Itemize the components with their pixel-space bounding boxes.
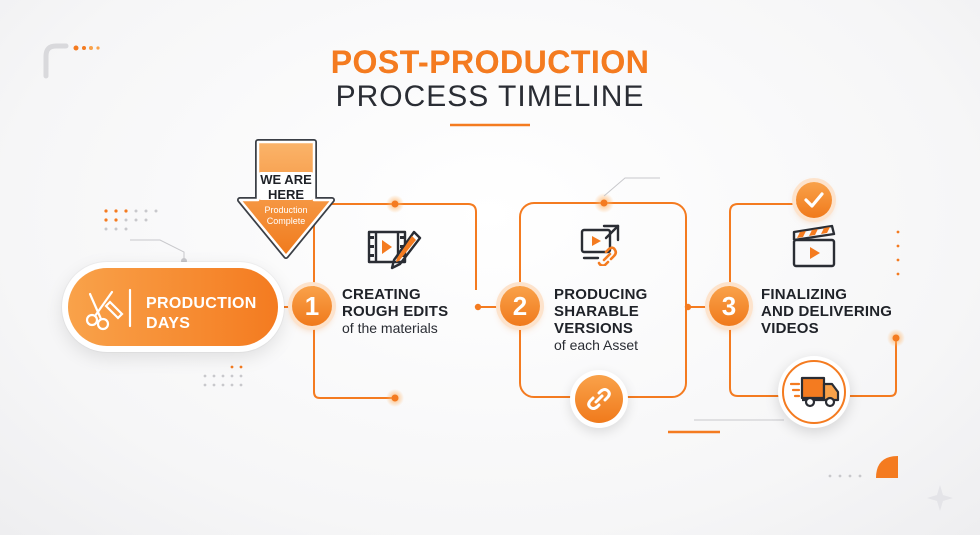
badge-line-2: HERE <box>267 187 305 202</box>
badge-line-1: WE ARE <box>260 172 312 187</box>
production-days-pill: PRODUCTION DAYS <box>62 262 284 352</box>
clapperboard-icon <box>792 224 836 268</box>
step-3-title-2: AND DELIVERING <box>761 303 893 320</box>
production-days-line-1: PRODUCTION <box>146 295 257 312</box>
step-1-title-1: CREATING <box>342 286 421 303</box>
badge-subtext: Production Complete <box>256 205 316 227</box>
badge-label-box: WE ARE HERE <box>258 172 314 202</box>
link-circle <box>570 370 628 428</box>
step-2-subtitle: of each Asset <box>554 337 639 353</box>
check-circle <box>796 182 832 218</box>
delivery-truck-icon <box>790 376 840 408</box>
we-are-here-badge: WE ARE HERE Production Complete <box>236 138 336 260</box>
title-line-1: POST-PRODUCTION <box>330 44 650 80</box>
link-icon <box>587 388 611 410</box>
scissors-tools-icon <box>85 288 132 331</box>
step-3-title-1: FINALIZING <box>761 286 848 303</box>
step-3-text: FINALIZING AND DELIVERING VIDEOS <box>761 286 911 337</box>
step-2-text: PRODUCING SHARABLE VERSIONS of each Asse… <box>554 286 684 354</box>
badge-sub-1: Production <box>264 205 308 215</box>
step-1-text: CREATING ROUGH EDITS of the materials <box>342 286 472 337</box>
step-1-title-2: ROUGH EDITS <box>342 303 449 320</box>
step-3-number: 3 <box>709 286 749 326</box>
check-icon <box>804 192 824 208</box>
step-2-title-1: PRODUCING <box>554 286 648 303</box>
step-1-subtitle: of the materials <box>342 320 438 336</box>
step-3-title-3: VIDEOS <box>761 320 819 337</box>
delivery-circle <box>778 356 850 428</box>
title-line-2: PROCESS TIMELINE <box>335 80 645 113</box>
badge-sub-2: Complete <box>266 216 306 226</box>
film-edit-icon <box>367 230 422 270</box>
step-1-number: 1 <box>292 286 332 326</box>
step-2-title-3: VERSIONS <box>554 320 634 337</box>
production-days-label: PRODUCTION DAYS <box>146 294 257 334</box>
step-2-number: 2 <box>500 286 540 326</box>
share-video-icon <box>580 224 620 266</box>
step-2-title-2: SHARABLE <box>554 303 639 320</box>
production-days-pill-fill: PRODUCTION DAYS <box>68 268 278 346</box>
production-days-line-2: DAYS <box>146 315 191 332</box>
